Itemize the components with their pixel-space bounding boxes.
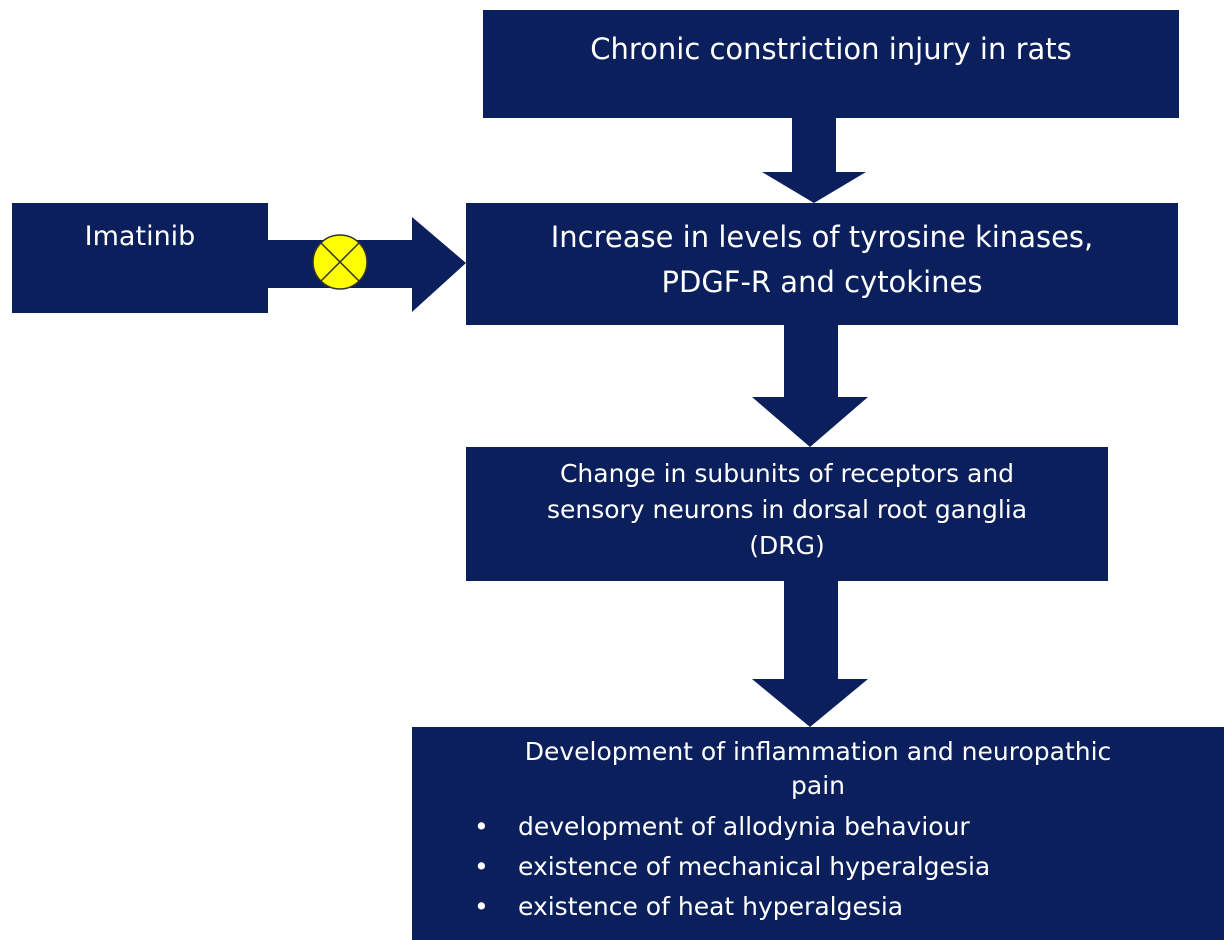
list-item: • existence of mechanical hyperalgesia bbox=[412, 847, 1224, 887]
node-label-line: Increase in levels of tyrosine kinases, bbox=[550, 220, 1094, 254]
node-development-of-inflammation: Development of inflammation and neuropat… bbox=[412, 727, 1224, 940]
inhibitor-icon bbox=[312, 234, 368, 290]
arrow-increase-to-change bbox=[752, 325, 868, 447]
node-label-line: Development of inflammation and neuropat… bbox=[524, 737, 1112, 766]
bullet-dot: • bbox=[474, 852, 489, 881]
list-item-text: existence of heat hyperalgesia bbox=[518, 892, 904, 921]
list-item-text: development of allodynia behaviour bbox=[518, 812, 970, 841]
arrow-change-to-development bbox=[752, 581, 868, 727]
node-label-line: pain bbox=[791, 771, 845, 800]
node-label-line: sensory neurons in dorsal root ganglia bbox=[546, 495, 1028, 524]
node-title: Development of inflammation and neuropat… bbox=[412, 735, 1224, 803]
list-item: • development of allodynia behaviour bbox=[412, 807, 1224, 847]
arrow-top-to-increase bbox=[762, 118, 866, 203]
list-item: • existence of heat hyperalgesia bbox=[412, 887, 1224, 927]
bullet-dot: • bbox=[474, 812, 489, 841]
list-item-text: existence of mechanical hyperalgesia bbox=[518, 852, 991, 881]
node-change-in-subunits: Change in subunits of receptors and sens… bbox=[466, 447, 1108, 581]
node-imatinib: Imatinib bbox=[12, 203, 268, 313]
node-label-line: PDGF-R and cytokines bbox=[661, 265, 983, 299]
node-label: Chronic constriction injury in rats bbox=[590, 32, 1072, 66]
bullet-list: • development of allodynia behaviour • e… bbox=[412, 807, 1224, 927]
node-label-line: (DRG) bbox=[749, 531, 825, 560]
bullet-dot: • bbox=[474, 892, 489, 921]
node-chronic-constriction-injury: Chronic constriction injury in rats bbox=[483, 10, 1179, 118]
node-label: Imatinib bbox=[84, 221, 196, 252]
node-increase-in-levels: Increase in levels of tyrosine kinases, … bbox=[466, 203, 1178, 325]
node-label-line: Change in subunits of receptors and bbox=[559, 459, 1015, 488]
arrow-imatinib-to-increase bbox=[268, 217, 466, 312]
